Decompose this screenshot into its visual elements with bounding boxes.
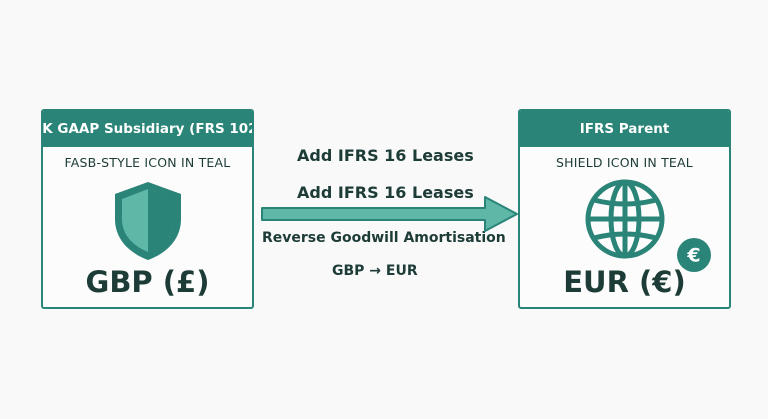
euro-badge-symbol: € — [686, 245, 700, 267]
source-entity-card: UK GAAP Subsidiary (FRS 102) FASB-STYLE … — [41, 109, 254, 309]
target-entity-card: IFRS Parent SHIELD ICON IN TEAL € EUR (€… — [518, 109, 731, 309]
target-currency: EUR (€) — [563, 265, 686, 299]
flow-arrow — [261, 196, 518, 232]
shield-icon — [114, 182, 181, 260]
source-entity-header: UK GAAP Subsidiary (FRS 102) — [43, 111, 252, 147]
conversion-step: GBP → EUR — [332, 263, 418, 279]
source-entity-note: FASB-STYLE ICON IN TEAL — [64, 155, 231, 170]
source-currency: GBP (£) — [85, 265, 210, 299]
globe-icon — [585, 179, 664, 259]
target-entity-header: IFRS Parent — [520, 111, 729, 147]
adjustment-step: Add IFRS 16 Leases — [297, 146, 474, 165]
euro-badge-icon: € — [677, 238, 711, 272]
target-entity-note: SHIELD ICON IN TEAL — [556, 155, 693, 170]
adjustment-step: Add IFRS 16 Leases — [297, 183, 474, 202]
adjustment-step: Reverse Goodwill Amortisation — [262, 230, 506, 246]
